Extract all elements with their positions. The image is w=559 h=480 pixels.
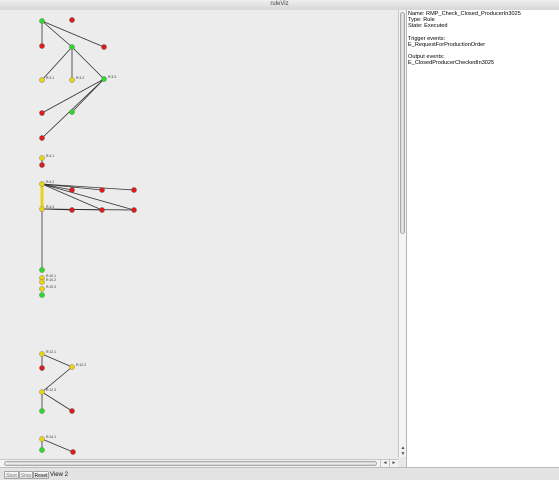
graph-edge <box>41 353 73 368</box>
graph-edge <box>41 20 73 48</box>
graph-edge <box>41 78 105 114</box>
graph-node[interactable] <box>99 187 105 193</box>
control-bar: Start Step Reset View 2 <box>0 467 559 480</box>
node-label: R:12.2 <box>76 363 86 367</box>
scroll-down-icon[interactable]: ▼ <box>400 451 406 457</box>
graph-node[interactable] <box>70 449 76 455</box>
output-events-heading: Output events: <box>408 54 445 61</box>
graph-node[interactable] <box>39 18 45 24</box>
graph-node[interactable] <box>69 44 75 50</box>
graph-edge <box>41 183 135 211</box>
rule-type: Type: Rule <box>408 17 435 24</box>
graph-edge <box>41 391 73 412</box>
scroll-right-icon[interactable]: ► <box>389 460 398 467</box>
scroll-up-icon[interactable]: ▲ <box>400 445 406 451</box>
graph-node[interactable] <box>69 187 75 193</box>
graph-node[interactable] <box>39 77 45 83</box>
node-label: R:4.1 <box>46 154 54 158</box>
graph-node[interactable] <box>39 447 45 453</box>
start-button[interactable]: Start <box>4 471 19 479</box>
graph-edge <box>41 46 73 81</box>
node-label: R:4.2 <box>46 180 54 184</box>
graph-node[interactable] <box>69 207 75 213</box>
graph-node[interactable] <box>131 207 137 213</box>
graph-node[interactable] <box>39 162 45 168</box>
scroll-left-icon[interactable]: ◄ <box>380 460 389 467</box>
node-label: R:14.1 <box>46 435 56 439</box>
node-label: R:12.3 <box>46 388 56 392</box>
horizontal-scrollbar[interactable]: ◄► <box>0 459 398 467</box>
graph-edge <box>41 438 74 453</box>
graph-node[interactable] <box>39 408 45 414</box>
graph-node[interactable] <box>101 76 107 82</box>
graph-node[interactable] <box>39 279 45 285</box>
window-title: ruleViz <box>270 1 289 7</box>
graph-edge <box>41 183 103 211</box>
step-button[interactable]: Step <box>19 471 33 479</box>
node-label: R:3.3 <box>108 75 116 79</box>
node-label: R:10.3 <box>46 285 56 289</box>
vertical-scrollbar[interactable]: ▲ ▼ <box>398 10 406 457</box>
node-label: R:3.2 <box>76 76 84 80</box>
graph-node[interactable] <box>39 135 45 141</box>
graph-node[interactable] <box>69 17 75 23</box>
graph-edge <box>41 78 105 139</box>
graph-node[interactable] <box>39 206 45 212</box>
graph-node[interactable] <box>39 292 45 298</box>
node-label: R:10.1 <box>46 274 56 278</box>
view-label: View 2 <box>50 472 68 478</box>
output-event: E_ClosedProducerCheckedIn3025 <box>408 60 495 67</box>
graph-node[interactable] <box>69 408 75 414</box>
node-label: R:3.1 <box>46 76 54 80</box>
graph-edge <box>41 183 135 191</box>
graph-edge <box>41 20 105 48</box>
graph-edge <box>41 366 73 393</box>
graph-node[interactable] <box>69 364 75 370</box>
graph-node[interactable] <box>101 44 107 50</box>
graph-node[interactable] <box>39 181 45 187</box>
trigger-event: E_RequestForProductionOrder <box>408 41 486 48</box>
highlighted-rule-bar <box>40 184 44 210</box>
reset-button[interactable]: Reset <box>33 471 49 479</box>
graph-node[interactable] <box>69 109 75 115</box>
graph-node[interactable] <box>39 351 45 357</box>
trigger-events-heading: Trigger events: <box>408 35 446 42</box>
graph-node[interactable] <box>39 286 45 292</box>
node-label: R:10.2 <box>46 278 56 282</box>
graph-node[interactable] <box>39 365 45 371</box>
graph-edge <box>41 208 135 211</box>
rule-info-panel: Name: RMP_Check_Closed_ProducerIn3025 Ty… <box>406 10 559 467</box>
node-label: R:12.1 <box>46 350 56 354</box>
rule-state: State: Executed <box>408 23 448 30</box>
node-label: R:4.3 <box>46 205 54 209</box>
graph-node[interactable] <box>99 207 105 213</box>
rule-name: Name: RMP_Check_Closed_ProducerIn3025 <box>408 11 521 17</box>
graph-node[interactable] <box>131 187 137 193</box>
horizontal-scroll-thumb[interactable] <box>4 461 377 466</box>
graph-edge <box>71 46 105 80</box>
graph-node[interactable] <box>39 436 45 442</box>
graph-node[interactable] <box>39 389 45 395</box>
graph-node[interactable] <box>39 110 45 116</box>
graph-node[interactable] <box>69 77 75 83</box>
graph-node[interactable] <box>39 155 45 161</box>
vertical-scroll-thumb[interactable] <box>400 12 405 234</box>
graph-node[interactable] <box>39 267 45 273</box>
graph-node[interactable] <box>39 43 45 49</box>
